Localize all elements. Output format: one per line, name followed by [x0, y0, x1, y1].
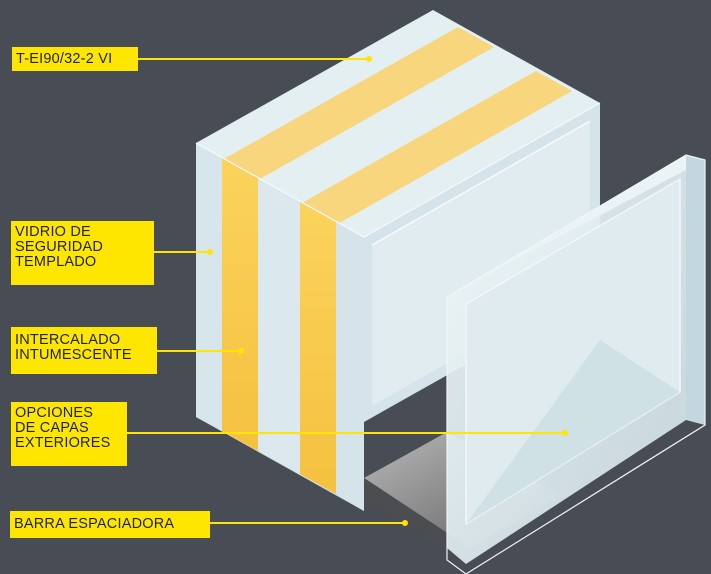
product-code-label: T-EI90/32-2 VI — [12, 47, 138, 71]
leader-dot-spacer — [402, 520, 408, 526]
spacer-bar-label: BARRA ESPACIADORA — [10, 511, 210, 538]
outer-layer-options-label: OPCIONES DE CAPAS EXTERIORES — [11, 402, 127, 466]
pane-outline — [446, 154, 706, 574]
tempered-glass-label: VIDRIO DE SEGURIDAD TEMPLADO — [11, 221, 154, 285]
glass-pane-3 — [336, 222, 364, 511]
block-top-face — [196, 10, 600, 237]
glass-pane-1 — [196, 143, 222, 431]
interlayer-front-2 — [300, 202, 336, 494]
glass-pane-2 — [258, 178, 300, 474]
pane-side-edge — [686, 155, 705, 425]
block-right-face-edge — [371, 120, 591, 246]
block-edge-highlight — [195, 102, 601, 238]
intumescent-interlayer-label: INTERCALADO INTUMESCENTE — [11, 327, 157, 374]
leader-dot-glass — [207, 249, 213, 255]
interlayer-top-stripe-2 — [300, 71, 572, 225]
pane-edge — [447, 155, 705, 297]
leader-dot-outer — [562, 430, 568, 436]
pane-reflection — [466, 340, 680, 524]
interlayer-top-stripe-1 — [222, 27, 494, 180]
outer-glass-pane — [446, 154, 706, 574]
block-right-face-inner — [372, 121, 590, 406]
leader-lines — [127, 56, 568, 526]
leader-dot-product — [366, 56, 372, 62]
leader-dot-interlayer — [238, 348, 244, 354]
interlayer-front-1 — [222, 158, 258, 451]
spacer-front-face — [364, 478, 470, 566]
laminated-glass-block — [195, 10, 601, 511]
